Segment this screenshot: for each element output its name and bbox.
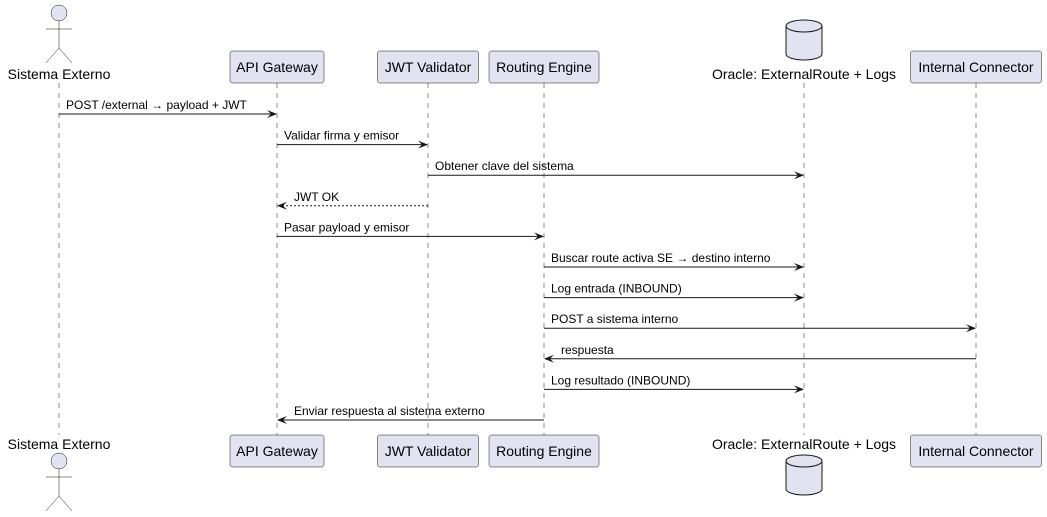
message-arrowhead [277, 201, 287, 210]
participant-label: Routing Engine [496, 59, 592, 75]
database-bottom: Oracle: ExternalRoute + Logs [712, 436, 896, 496]
message-7: Log entrada (INBOUND) [544, 282, 804, 302]
message-label: POST /external → payload + JWT [66, 98, 248, 112]
participant-box-shape [488, 50, 600, 84]
message-label: Log entrada (INBOUND) [551, 282, 682, 296]
participant-label: Internal Connector [918, 59, 1034, 75]
database-top: Oracle: ExternalRoute + Logs [712, 19, 896, 82]
message-arrowhead [544, 354, 554, 363]
message-label: Log resultado (INBOUND) [551, 373, 690, 387]
participant-label: Oracle: ExternalRoute + Logs [712, 436, 896, 452]
participant-box-top: JWT Validator [377, 50, 479, 84]
participant-label: Sistema Externo [8, 436, 111, 452]
actor-bottom: Sistema Externo [8, 436, 111, 512]
participants-bottom: Sistema Externo API Gateway JWT Validator R… [8, 434, 1042, 512]
participant-box-top: Internal Connector [910, 50, 1042, 84]
message-label: JWT OK [294, 190, 339, 204]
participant-box-shape [377, 50, 479, 84]
message-4: JWT OK [277, 190, 428, 210]
message-arrowhead [418, 140, 428, 149]
message-label: respuesta [561, 343, 614, 357]
actor-legs [45, 47, 73, 64]
message-8: POST a sistema interno [544, 312, 976, 333]
message-arrowhead [966, 324, 976, 333]
actor-head [50, 452, 68, 470]
message-label: Buscar route activa SE → destino interno [551, 251, 771, 265]
message-arrowhead [794, 171, 804, 180]
participant-box-bottom: Routing Engine [488, 434, 600, 468]
message-arrowhead [277, 416, 287, 424]
database-icon [785, 19, 823, 61]
message-10: Log resultado (INBOUND) [544, 373, 804, 394]
message-5: Pasar payload y emisor [277, 220, 544, 241]
messages: POST /external → payload + JWT Validar fi… [59, 98, 976, 424]
participant-box-top: Routing Engine [488, 50, 600, 84]
participant-box-bottom: Internal Connector [910, 434, 1042, 468]
participant-label: API Gateway [236, 59, 318, 75]
participant-box-shape [488, 434, 600, 468]
participants-top: Sistema Externo API Gateway JWT Validator R… [8, 4, 1042, 84]
lifelines [58, 83, 977, 435]
message-6: Buscar route activa SE → destino interno [544, 251, 804, 271]
participant-label: Oracle: ExternalRoute + Logs [712, 66, 896, 82]
message-arrowhead [794, 263, 804, 271]
participant-box-shape [377, 434, 479, 468]
message-2: Validar firma y emisor [277, 129, 428, 149]
database-rim [785, 25, 823, 33]
message-arrowhead [794, 385, 804, 394]
participant-label: JWT Validator [385, 59, 472, 75]
message-9: respuesta [544, 343, 976, 363]
participant-box-shape [910, 434, 1042, 468]
participant-box-bottom: JWT Validator [377, 434, 479, 468]
message-label: POST a sistema interno [551, 312, 678, 326]
participant-box-shape [229, 434, 325, 468]
message-label: Validar firma y emisor [284, 129, 399, 143]
participant-box-top: API Gateway [229, 50, 325, 84]
message-arrowhead [534, 232, 544, 241]
message-3: Obtener clave del sistema [428, 159, 804, 180]
message-arrowhead [267, 110, 277, 118]
database-rim [785, 460, 823, 468]
participant-label: Sistema Externo [8, 66, 111, 82]
message-1: POST /external → payload + JWT [59, 98, 277, 118]
participant-box-shape [229, 50, 325, 84]
message-11: Enviar respuesta al sistema externo [277, 404, 544, 424]
message-arrowhead [794, 293, 804, 302]
message-label: Enviar respuesta al sistema externo [294, 404, 485, 418]
message-label: Pasar payload y emisor [284, 220, 409, 234]
participant-label: Routing Engine [496, 443, 592, 459]
participant-label: Internal Connector [918, 443, 1034, 459]
participant-box-bottom: API Gateway [229, 434, 325, 468]
message-label: Obtener clave del sistema [435, 159, 574, 173]
actor-legs [45, 495, 73, 512]
participant-box-shape [910, 50, 1042, 84]
actor-head [50, 4, 68, 22]
participant-label: API Gateway [236, 443, 318, 459]
participant-label: JWT Validator [385, 443, 472, 459]
database-icon [785, 454, 823, 496]
actor-top: Sistema Externo [8, 4, 111, 82]
